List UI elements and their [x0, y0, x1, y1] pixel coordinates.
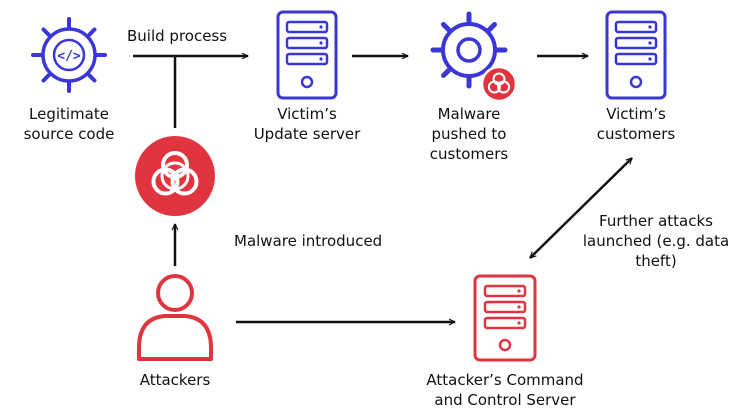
label-customers: Victim’s customers [596, 105, 676, 143]
label-source-code: Legitimate source code [23, 105, 115, 143]
label-malware-introduced: Malware introduced [234, 232, 383, 250]
update-server-icon [276, 10, 338, 100]
biohazard-badge-icon [480, 65, 518, 103]
gear-biohazard-icon [430, 11, 518, 103]
label-further-attacks: Further attacks launched (e.g. data thef… [582, 212, 730, 270]
code-gear-icon: </> [31, 17, 107, 93]
arrows [133, 52, 633, 326]
arrow-c2-customers [529, 157, 633, 259]
person-icon [137, 274, 213, 361]
label-update-server: Victim’s Update server [253, 105, 361, 143]
label-c2-server: Attacker’s Command and Control Server [426, 371, 584, 409]
label-attackers: Attackers [139, 371, 211, 389]
customers-server-icon [605, 10, 667, 100]
c2-server-icon [473, 274, 537, 362]
label-malware-pushed: Malware pushed to customers [429, 105, 509, 163]
label-build-process: Build process [127, 27, 228, 45]
svg-text:</>: </> [57, 49, 81, 64]
biohazard-icon [135, 136, 215, 216]
